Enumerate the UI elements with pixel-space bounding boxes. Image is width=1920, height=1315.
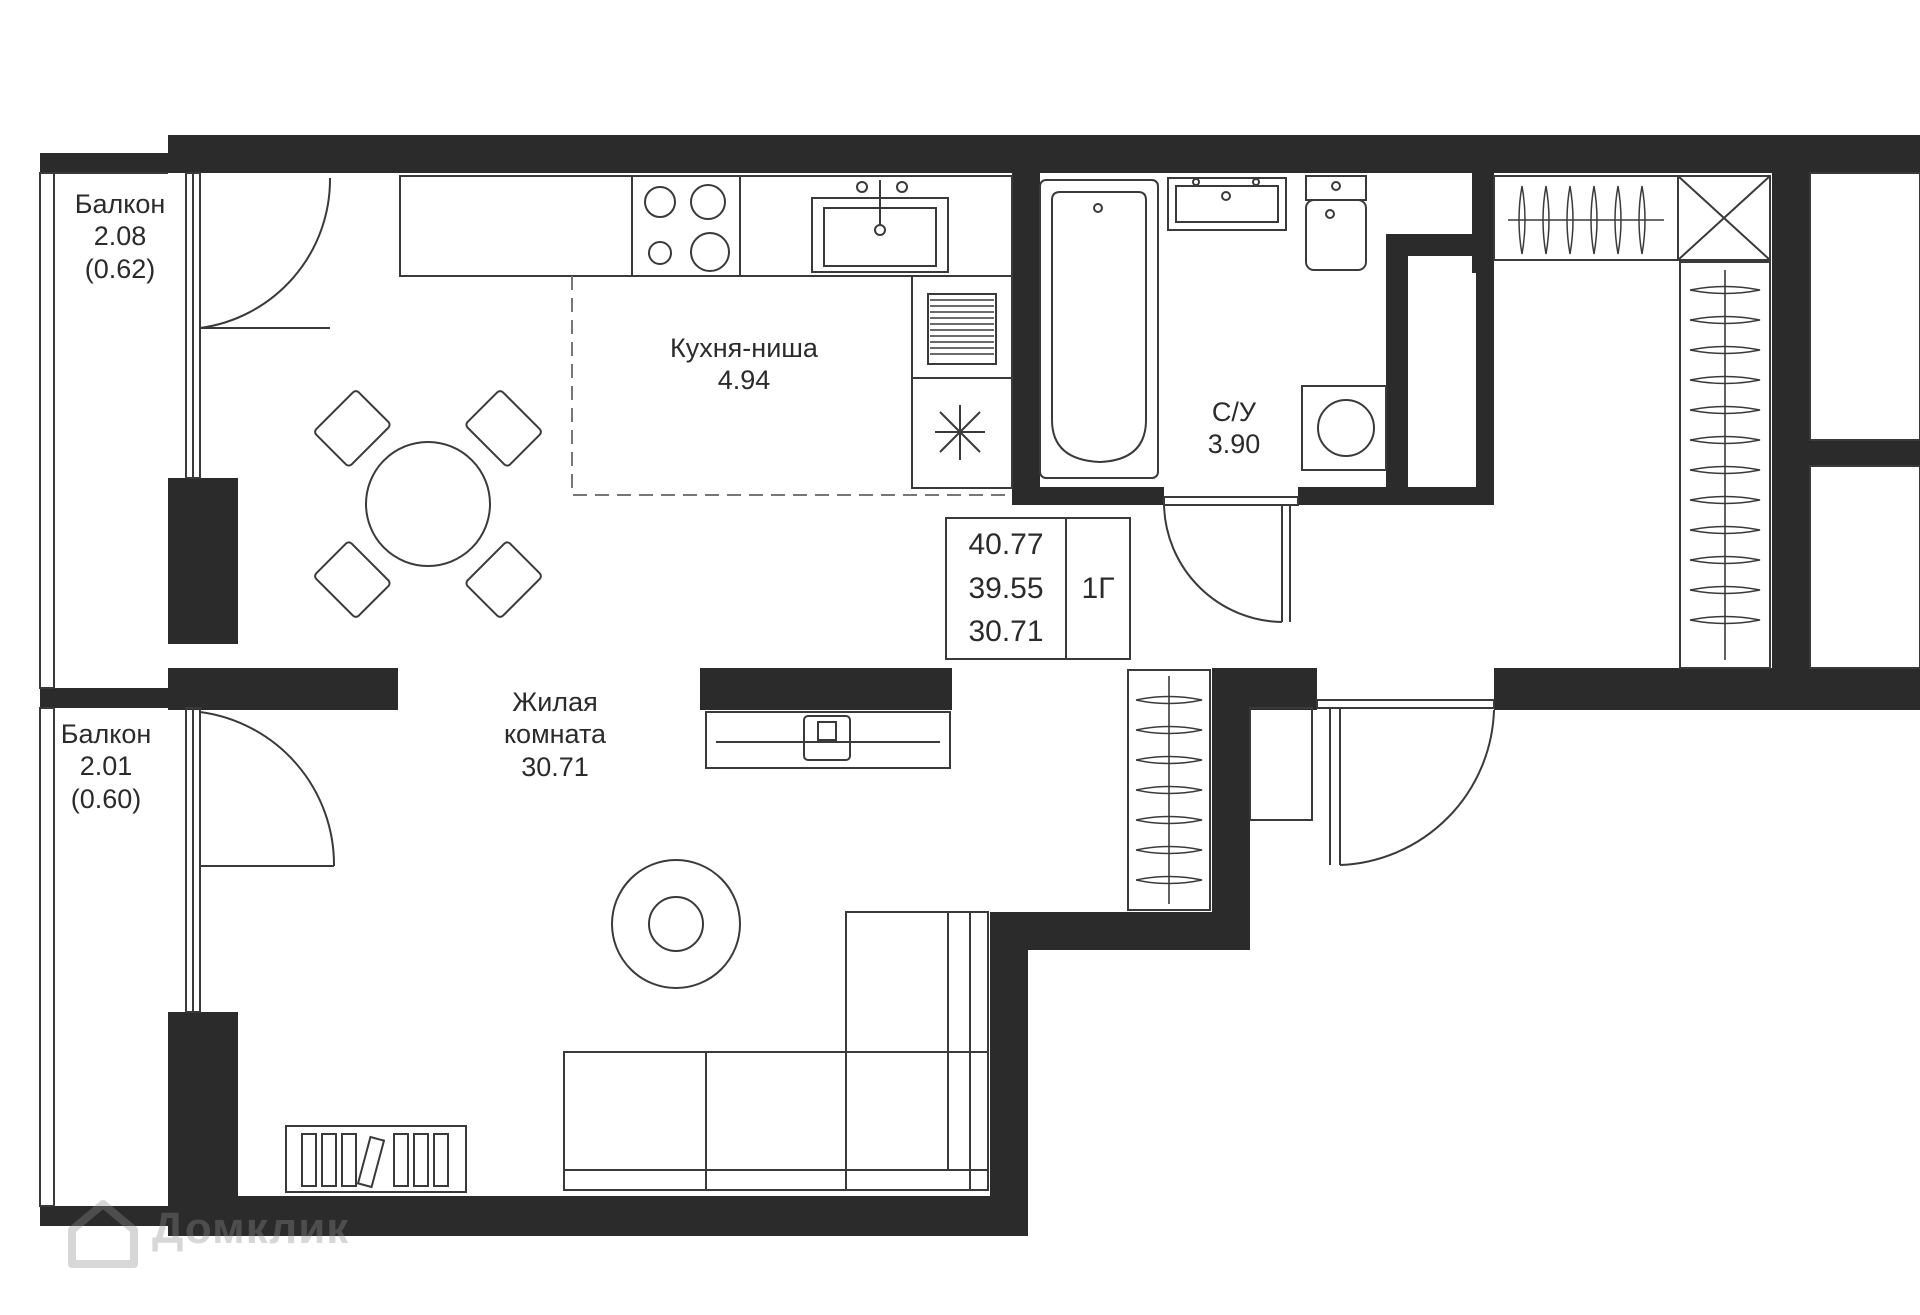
kitchen-niche-outline — [571, 276, 1012, 496]
living-area: 30.71 — [968, 614, 1044, 648]
kitchen-name: Кухня-ниша — [670, 333, 818, 363]
area-values: 40.77 39.55 30.71 — [947, 519, 1067, 658]
bathroom-fixtures — [1039, 175, 1387, 479]
bathroom-label: С/У 3.90 — [1164, 396, 1304, 461]
living-room-name-2: комната — [503, 719, 607, 750]
oven-grill — [930, 299, 994, 355]
living-furniture — [285, 711, 989, 1193]
balcony-lines — [39, 172, 201, 1207]
kitchen-label: Кухня-ниша 4.94 — [624, 332, 864, 397]
kitchen-area: 4.94 — [717, 365, 771, 396]
balcony-top-label: Балкон 2.08 (0.62) — [40, 188, 200, 285]
watermark-text: Домклик — [152, 1204, 350, 1253]
living-room-name-1: Жилая — [512, 687, 598, 717]
area-summary-box: 40.77 39.55 30.71 1Г — [945, 517, 1131, 660]
hanger-shapes — [1135, 185, 1761, 885]
balcony-bottom-reduced: (0.60) — [70, 783, 142, 814]
hangers — [1168, 219, 1726, 904]
balcony-bottom-label: Балкон 2.01 (0.60) — [26, 718, 186, 815]
dining-table — [314, 390, 542, 618]
house-logo-icon — [68, 1200, 138, 1268]
walls — [40, 135, 1920, 1236]
kitchen-furniture — [399, 175, 1013, 489]
balcony-top-reduced: (0.62) — [84, 253, 156, 284]
balcony-top-area: 2.08 — [93, 221, 147, 252]
wardrobes — [1127, 172, 1920, 911]
balcony-bottom-area: 2.01 — [79, 751, 133, 782]
apartment-type: 1Г — [1081, 571, 1115, 605]
balcony-bottom-name: Балкон — [60, 719, 152, 749]
bathroom-name: С/У — [1211, 397, 1257, 427]
doors — [199, 177, 1495, 867]
bathroom-area: 3.90 — [1207, 429, 1261, 460]
living-room-area: 30.71 — [521, 751, 589, 782]
area-without-balcony: 39.55 — [968, 571, 1044, 605]
balcony-top-name: Балкон — [74, 189, 166, 219]
living-room-label: Жилая комната 30.71 — [455, 686, 655, 783]
total-area: 40.77 — [968, 528, 1044, 562]
